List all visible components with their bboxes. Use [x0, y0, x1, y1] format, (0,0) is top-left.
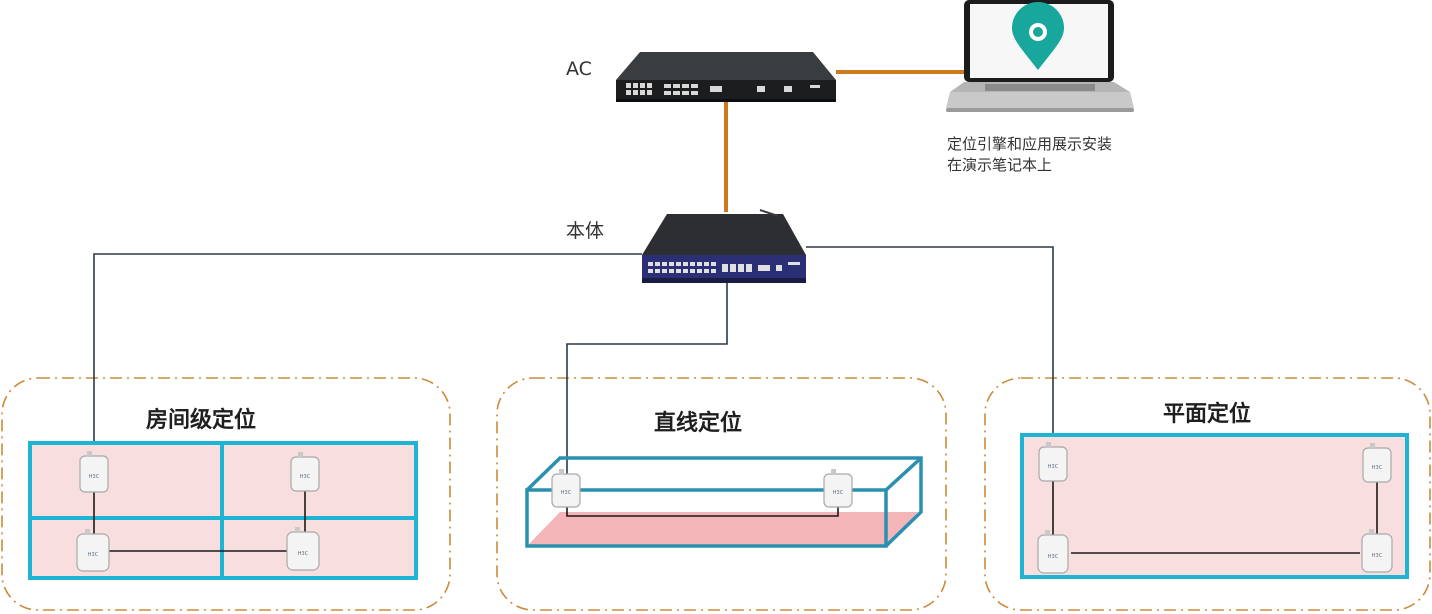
ap-device: H3C: [1361, 529, 1393, 573]
ap-device: H3C: [79, 451, 109, 493]
ap-brand-text: H3C: [88, 552, 99, 558]
line-box: [525, 456, 923, 548]
zone-line-title: 直线定位: [654, 411, 743, 436]
ap-brand-text: H3C: [1372, 465, 1383, 471]
ap-brand-text: H3C: [1372, 553, 1383, 559]
plane-area: [1020, 433, 1409, 579]
ap-brand-text: H3C: [298, 551, 309, 557]
ap-device: H3C: [1362, 443, 1392, 483]
ap-device: H3C: [286, 527, 320, 571]
cable-core-room: [93, 253, 642, 458]
zone-plane-title: 平面定位: [1163, 402, 1252, 427]
ac-device: [616, 52, 836, 102]
cable-core-line: [566, 282, 728, 480]
ap-brand-text: H3C: [300, 474, 311, 480]
zone-room-title: 房间级定位: [146, 408, 257, 433]
zone-line-container: [496, 377, 947, 611]
line-ap-link: [566, 505, 839, 517]
ap-device: H3C: [551, 469, 581, 508]
zone-room-container: [1, 377, 451, 611]
plane-ap-links: [1052, 480, 1378, 554]
ap-device: H3C: [823, 469, 853, 508]
zone-plane-container: [984, 377, 1431, 611]
ap-device: H3C: [290, 452, 320, 492]
ap-brand-text: H3C: [89, 474, 100, 480]
ap-device: H3C: [1037, 530, 1069, 574]
ap-device: H3C: [76, 529, 110, 572]
ap-brand-text: H3C: [1048, 554, 1059, 560]
room-ap-links: [93, 490, 306, 552]
location-pin-icon: [1012, 2, 1064, 70]
laptop-note: 定位引擎和应用展示安装 在演示笔记本上: [947, 134, 1112, 176]
ac-label: AC: [566, 58, 592, 80]
cable-core-plane: [806, 246, 1054, 448]
core-switch-device: [642, 209, 806, 283]
ap-brand-text: H3C: [833, 490, 844, 496]
ap-device: H3C: [1038, 442, 1068, 482]
ap-brand-text: H3C: [1048, 464, 1059, 470]
laptop-note-line1: 定位引擎和应用展示安装: [947, 135, 1113, 153]
core-switch-label: 本体: [566, 220, 605, 242]
ap-brand-text: H3C: [561, 490, 572, 496]
laptop-note-line2: 在演示笔记本上: [947, 156, 1053, 174]
